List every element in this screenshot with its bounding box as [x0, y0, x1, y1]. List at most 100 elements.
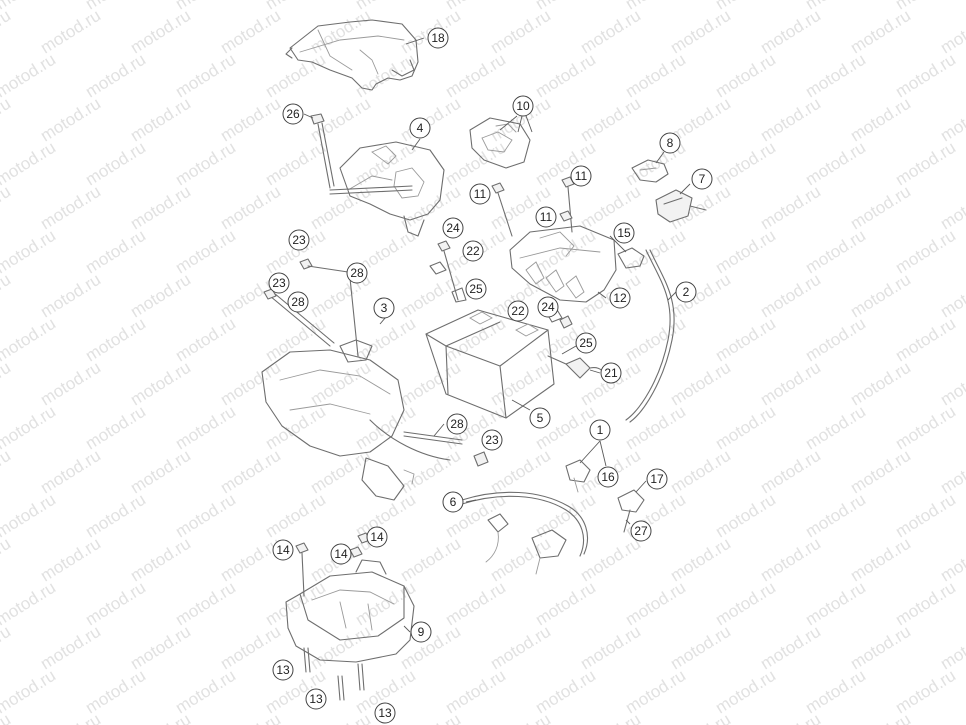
svg-text:12: 12 [613, 291, 627, 305]
watermark-text: motod.ru [892, 50, 959, 102]
watermark-text: motod.ru [37, 358, 104, 410]
part-6-wiring-harness [461, 491, 588, 575]
watermark-text: motod.ru [0, 534, 14, 586]
watermark-text: motod.ru [847, 446, 914, 498]
svg-text:28: 28 [450, 417, 464, 431]
part-13-fasteners [303, 647, 365, 701]
watermark-text: motod.ru [442, 578, 509, 630]
svg-text:4: 4 [417, 121, 424, 135]
callout-13-b: 13 [305, 688, 327, 710]
part-4-housing [329, 141, 445, 237]
watermark-text: motod.ru [712, 226, 779, 278]
part-15-clamp [617, 247, 645, 269]
watermark-text: motod.ru [847, 710, 914, 725]
svg-text:11: 11 [575, 169, 588, 183]
watermark-text: motod.ru [937, 6, 966, 58]
svg-text:14: 14 [334, 547, 348, 561]
part-2-cable [625, 249, 675, 423]
svg-text:5: 5 [537, 411, 544, 425]
watermark-text: motod.ru [0, 138, 59, 190]
watermark-text: motod.ru [937, 446, 966, 498]
svg-text:13: 13 [309, 692, 323, 706]
svg-text:6: 6 [450, 495, 457, 509]
watermark-text: motod.ru [352, 50, 419, 102]
watermark-text: motod.ru [82, 50, 149, 102]
svg-text:10: 10 [516, 99, 530, 113]
watermark-text: motod.ru [802, 314, 869, 366]
callout-9: 9 [410, 621, 432, 643]
watermark-text: motod.ru [262, 490, 329, 542]
watermark-text: motod.ru [127, 446, 194, 498]
callout-8: 8 [659, 132, 681, 154]
watermark-text: motod.ru [172, 50, 239, 102]
watermark-text: motod.ru [172, 490, 239, 542]
watermark-text: motod.ru [217, 534, 284, 586]
part-hardware-upper [429, 240, 573, 329]
part-11-nuts [491, 176, 575, 237]
part-12-battery-cover [509, 225, 617, 303]
watermark-text: motod.ru [937, 622, 966, 674]
svg-text:3: 3 [381, 301, 388, 315]
watermark-text: motod.ru [172, 314, 239, 366]
watermark-text: motod.ru [937, 270, 966, 322]
svg-text:26: 26 [286, 107, 300, 121]
watermark-text: motod.ru [577, 622, 644, 674]
callout-3: 3 [373, 297, 395, 319]
watermark-text: motod.ru [712, 666, 779, 718]
watermark-text: motod.ru [82, 314, 149, 366]
watermark-text: motod.ru [802, 490, 869, 542]
watermark-text: motod.ru [667, 6, 734, 58]
svg-text:25: 25 [469, 282, 483, 296]
watermark-text: motod.ru [712, 578, 779, 630]
part-28-rods [269, 277, 463, 445]
callout-14-a: 14 [272, 539, 294, 561]
callout-2: 2 [675, 281, 697, 303]
watermark-text: motod.ru [892, 578, 959, 630]
watermark-text: motod.ru [757, 94, 824, 146]
watermark-text: motod.ru [937, 710, 966, 725]
watermark-text: motod.ru [532, 578, 599, 630]
watermark-text: motod.ru [667, 622, 734, 674]
watermark-text: motod.ru [667, 446, 734, 498]
watermark-text: motod.ru [127, 710, 194, 725]
svg-text:11: 11 [540, 210, 553, 224]
watermark-text: motod.ru [847, 94, 914, 146]
callout-18: 18 [427, 27, 449, 49]
watermark-text: motod.ru [127, 94, 194, 146]
watermark-text: motod.ru [0, 270, 14, 322]
callout-5: 5 [529, 407, 551, 429]
callout-15: 15 [613, 222, 635, 244]
watermark-text: motod.ru [667, 534, 734, 586]
callout-13-a: 13 [272, 659, 294, 681]
watermark-text: motod.ru [487, 622, 554, 674]
callout-4: 4 [409, 117, 431, 139]
watermark-text: motod.ru [307, 6, 374, 58]
watermark-text: motod.ru [802, 666, 869, 718]
part-3-frame [261, 339, 451, 501]
watermark-text: motod.ru [712, 50, 779, 102]
watermark-text: motod.ru [37, 446, 104, 498]
watermark-text: motod.ru [262, 314, 329, 366]
watermark-text: motod.ru [217, 358, 284, 410]
svg-text:18: 18 [431, 31, 445, 45]
callout-14-c: 14 [366, 526, 388, 548]
watermark-text: motod.ru [352, 578, 419, 630]
watermark-text: motod.ru [0, 446, 14, 498]
watermark-text: motod.ru [352, 402, 419, 454]
watermark-text: motod.ru [397, 534, 464, 586]
part-21-terminal [547, 355, 605, 381]
part-1-16-mount [565, 459, 591, 493]
callout-27: 27 [630, 520, 652, 542]
svg-text:22: 22 [511, 304, 525, 318]
watermark-text: motod.ru [127, 358, 194, 410]
svg-text:21: 21 [604, 366, 618, 380]
watermark-text: motod.ru [802, 50, 869, 102]
watermark-text: motod.ru [577, 710, 644, 725]
watermark-text: motod.ru [757, 6, 824, 58]
watermark-text: motod.ru [0, 50, 59, 102]
watermark-text: motod.ru [127, 270, 194, 322]
watermark-text: motod.ru [487, 6, 554, 58]
callout-6: 6 [442, 491, 464, 513]
watermark-text: motod.ru [442, 50, 509, 102]
